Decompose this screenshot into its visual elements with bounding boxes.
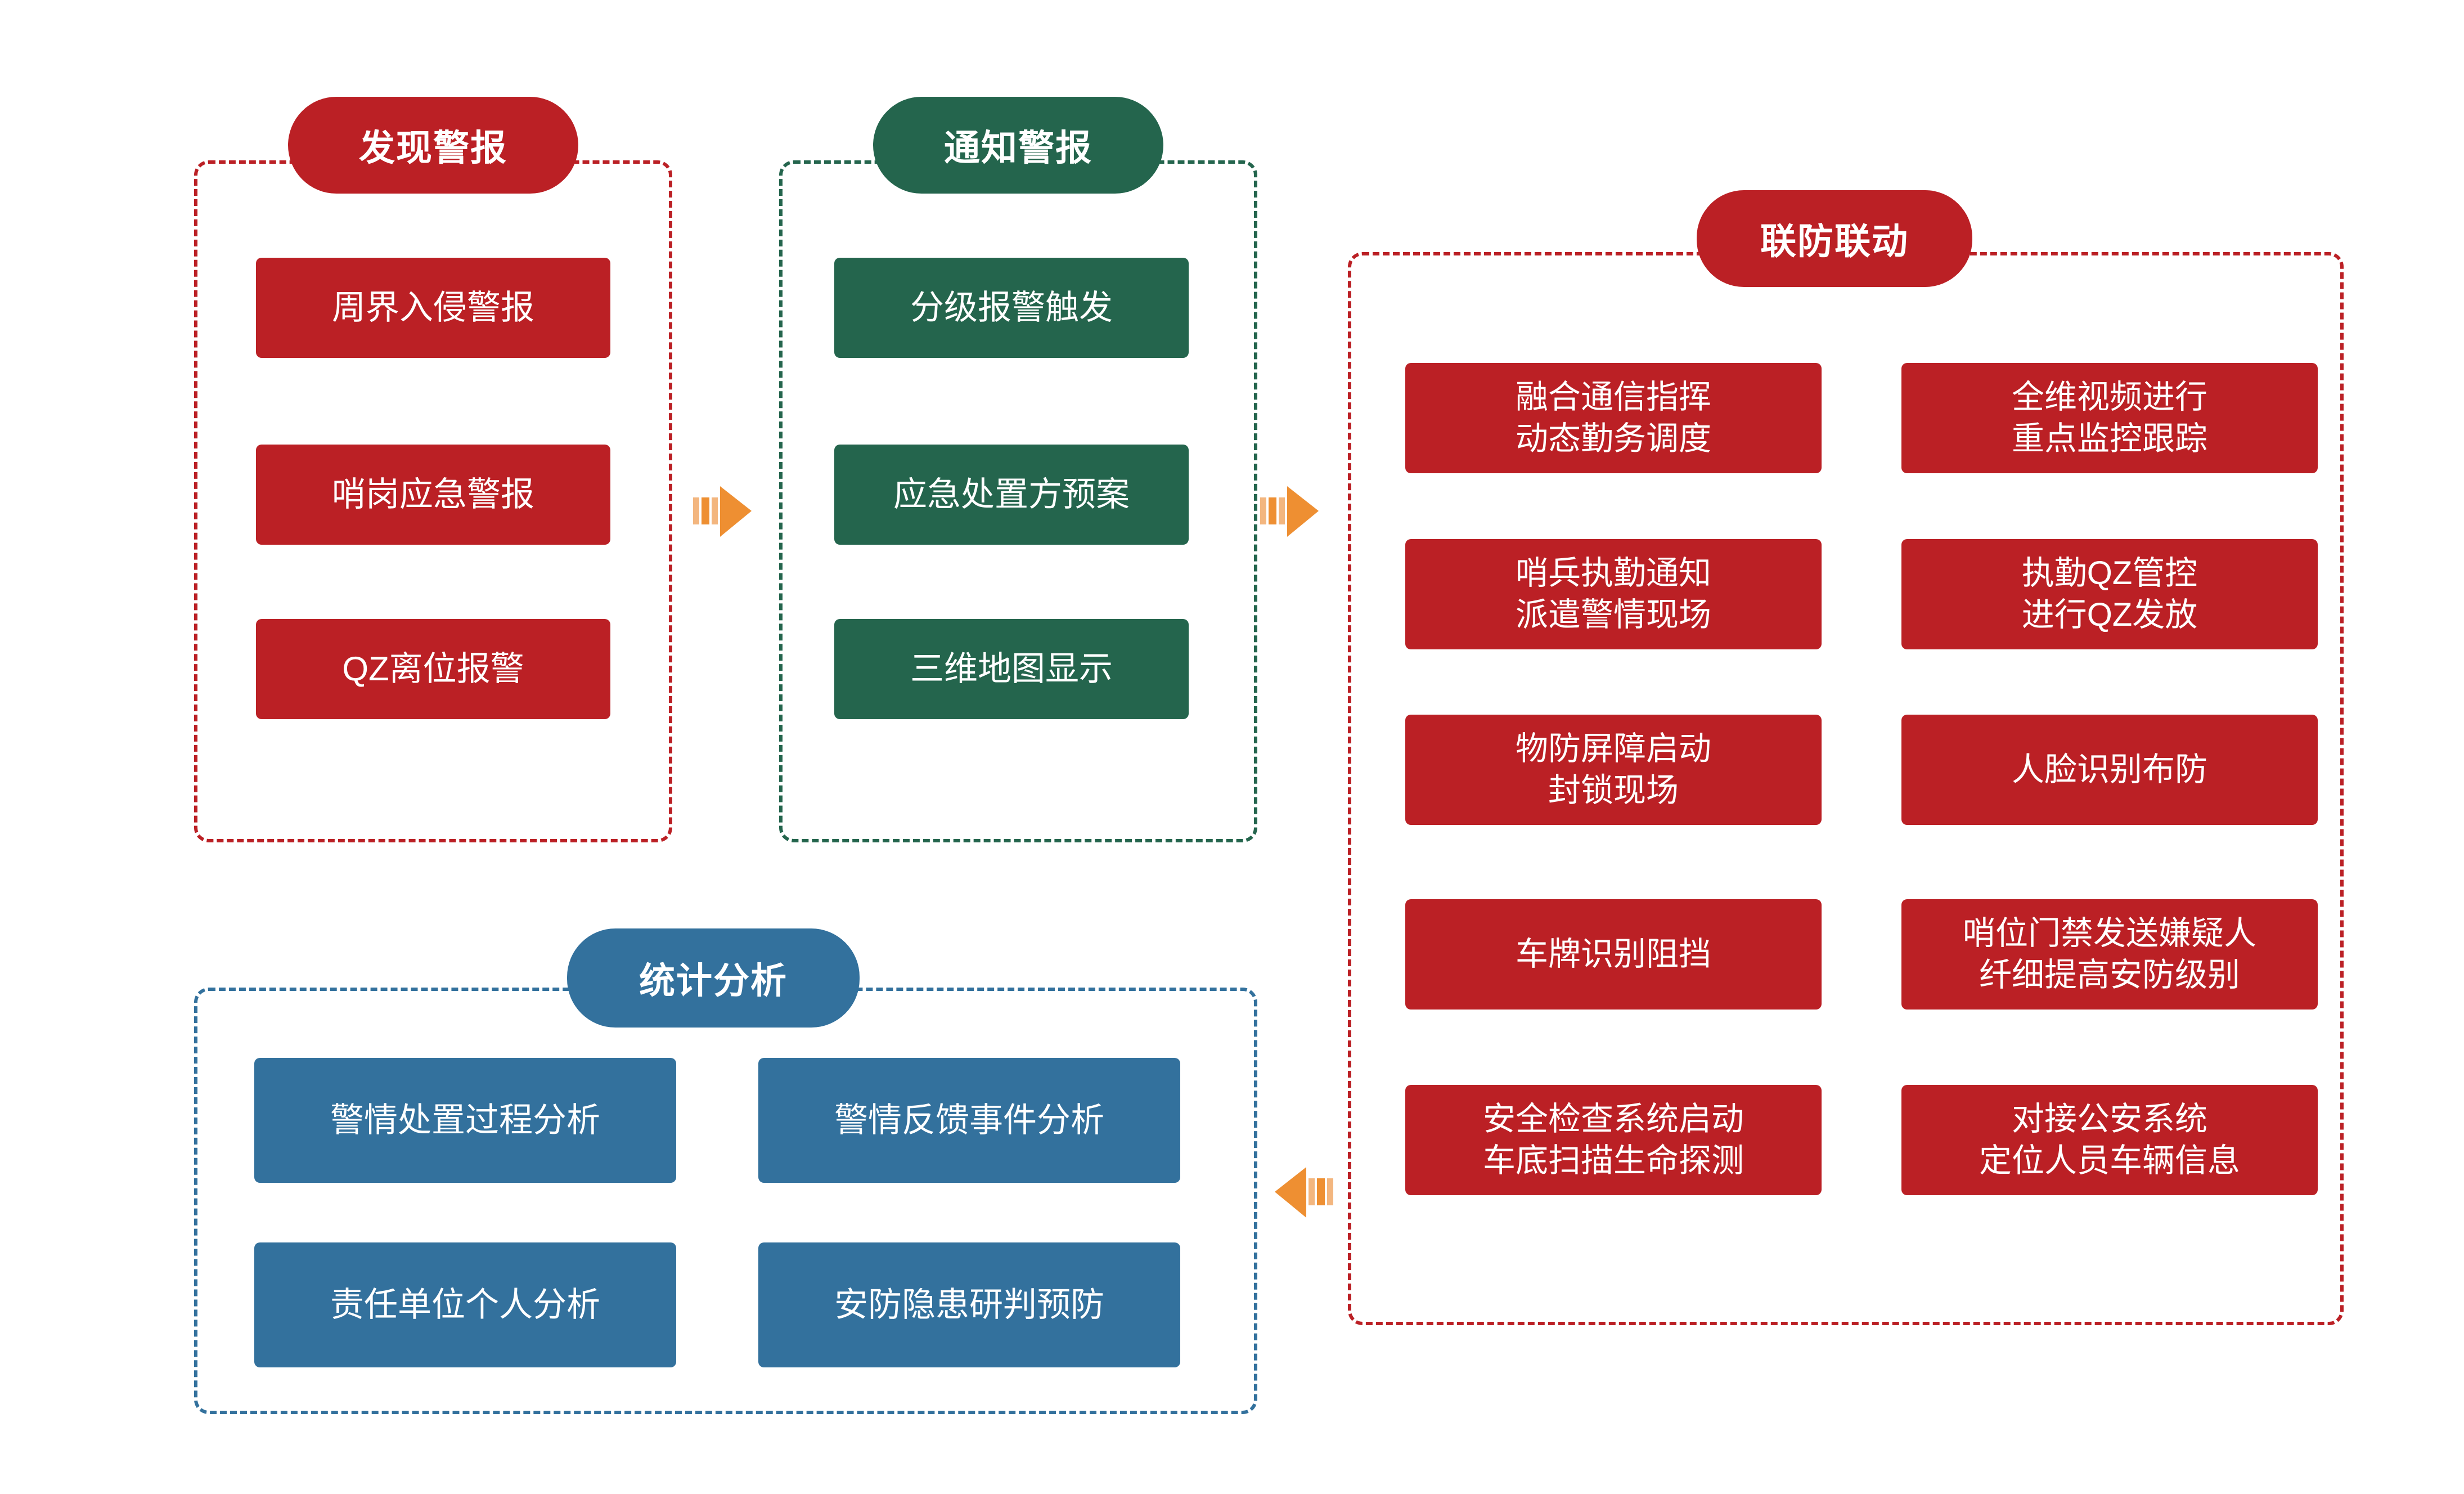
item-box[interactable]: 哨位门禁发送嫌疑人 纤细提高安防级别 (1901, 899, 2318, 1010)
item-box[interactable]: 安防隐患研判预防 (758, 1242, 1180, 1367)
panel-title-label: 发现警报 (359, 128, 507, 168)
panel-title-label: 通知警报 (944, 128, 1092, 168)
item-box[interactable]: 警情处置过程分析 (254, 1058, 676, 1183)
item-box[interactable]: 警情反馈事件分析 (758, 1058, 1180, 1183)
item-label: 责任单位个人分析 (330, 1285, 600, 1323)
panel-title-discover-alarm[interactable]: 发现警报 (288, 97, 578, 194)
item-box[interactable]: 三维地图显示 (834, 619, 1189, 719)
arrow-left-icon (1271, 1164, 1333, 1223)
item-box[interactable]: 人脸识别布防 (1901, 715, 2318, 825)
item-box[interactable]: 执勤QZ管控 进行QZ发放 (1901, 539, 2318, 649)
item-box[interactable]: 周界入侵警报 (256, 258, 610, 358)
item-label: 哨位门禁发送嫌疑人 纤细提高安防级别 (1962, 914, 2256, 993)
panel-title-statistics-analysis[interactable]: 统计分析 (567, 928, 860, 1028)
item-box[interactable]: 全维视频进行 重点监控跟踪 (1901, 363, 2318, 473)
item-label: 哨兵执勤通知 派遣警情现场 (1515, 554, 1711, 633)
item-label: 全维视频进行 重点监控跟踪 (2011, 378, 2207, 457)
item-label: 安防隐患研判预防 (834, 1285, 1104, 1323)
panel-title-label: 统计分析 (639, 961, 788, 1001)
item-label: 分级报警触发 (910, 288, 1113, 326)
item-label: 对接公安系统 定位人员车辆信息 (1979, 1100, 2240, 1179)
item-box[interactable]: 融合通信指挥 动态勤务调度 (1405, 363, 1822, 473)
item-box[interactable]: 分级报警触发 (834, 258, 1189, 358)
item-box[interactable]: 应急处置方预案 (834, 445, 1189, 545)
item-box[interactable]: 对接公安系统 定位人员车辆信息 (1901, 1085, 2318, 1195)
item-label: 警情反馈事件分析 (834, 1101, 1104, 1139)
item-label: 人脸识别布防 (2011, 751, 2207, 788)
item-box[interactable]: 物防屏障启动 封锁现场 (1405, 715, 1822, 825)
item-label: 警情处置过程分析 (330, 1101, 600, 1139)
item-label: QZ离位报警 (342, 649, 524, 688)
item-box[interactable]: QZ离位报警 (256, 619, 610, 719)
item-label: 融合通信指挥 动态勤务调度 (1515, 378, 1711, 457)
item-label: 哨岗应急警报 (332, 475, 534, 513)
item-box[interactable]: 哨兵执勤通知 派遣警情现场 (1405, 539, 1822, 649)
item-label: 安全检查系统启动 车底扫描生命探测 (1482, 1100, 1744, 1179)
panel-title-joint-defense[interactable]: 联防联动 (1697, 190, 1972, 287)
item-label: 执勤QZ管控 进行QZ发放 (2021, 554, 2198, 633)
item-label: 三维地图显示 (910, 649, 1113, 688)
item-box[interactable]: 车牌识别阻挡 (1405, 899, 1822, 1010)
arrow-right-icon (1260, 483, 1322, 542)
panel-title-label: 联防联动 (1760, 221, 1909, 262)
item-box[interactable]: 哨岗应急警报 (256, 445, 610, 545)
arrow-right-icon (693, 483, 755, 542)
panel-title-notify-alarm[interactable]: 通知警报 (873, 97, 1163, 194)
item-box[interactable]: 安全检查系统启动 车底扫描生命探测 (1405, 1085, 1822, 1195)
item-label: 周界入侵警报 (332, 288, 534, 326)
item-box[interactable]: 责任单位个人分析 (254, 1242, 676, 1367)
item-label: 物防屏障启动 封锁现场 (1515, 730, 1711, 809)
item-label: 车牌识别阻挡 (1515, 935, 1711, 972)
item-label: 应急处置方预案 (893, 475, 1130, 513)
